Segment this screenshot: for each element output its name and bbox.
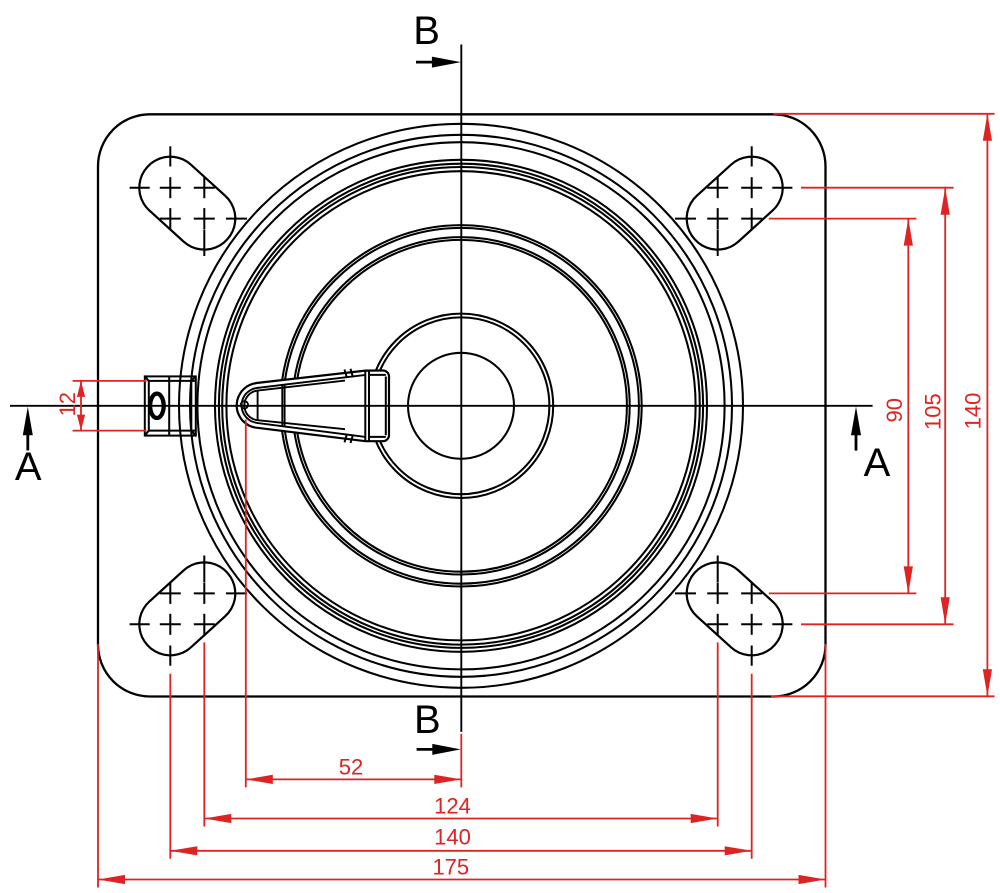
svg-text:12: 12 [55, 392, 80, 416]
svg-text:A: A [864, 441, 891, 485]
svg-text:140: 140 [434, 825, 471, 850]
svg-text:A: A [15, 445, 42, 489]
svg-text:52: 52 [339, 754, 363, 779]
svg-text:105: 105 [921, 393, 946, 430]
svg-text:B: B [413, 9, 440, 53]
svg-text:140: 140 [961, 393, 986, 430]
svg-text:175: 175 [432, 854, 469, 879]
svg-text:124: 124 [434, 794, 471, 819]
svg-text:B: B [414, 698, 441, 742]
svg-text:90: 90 [882, 398, 907, 422]
